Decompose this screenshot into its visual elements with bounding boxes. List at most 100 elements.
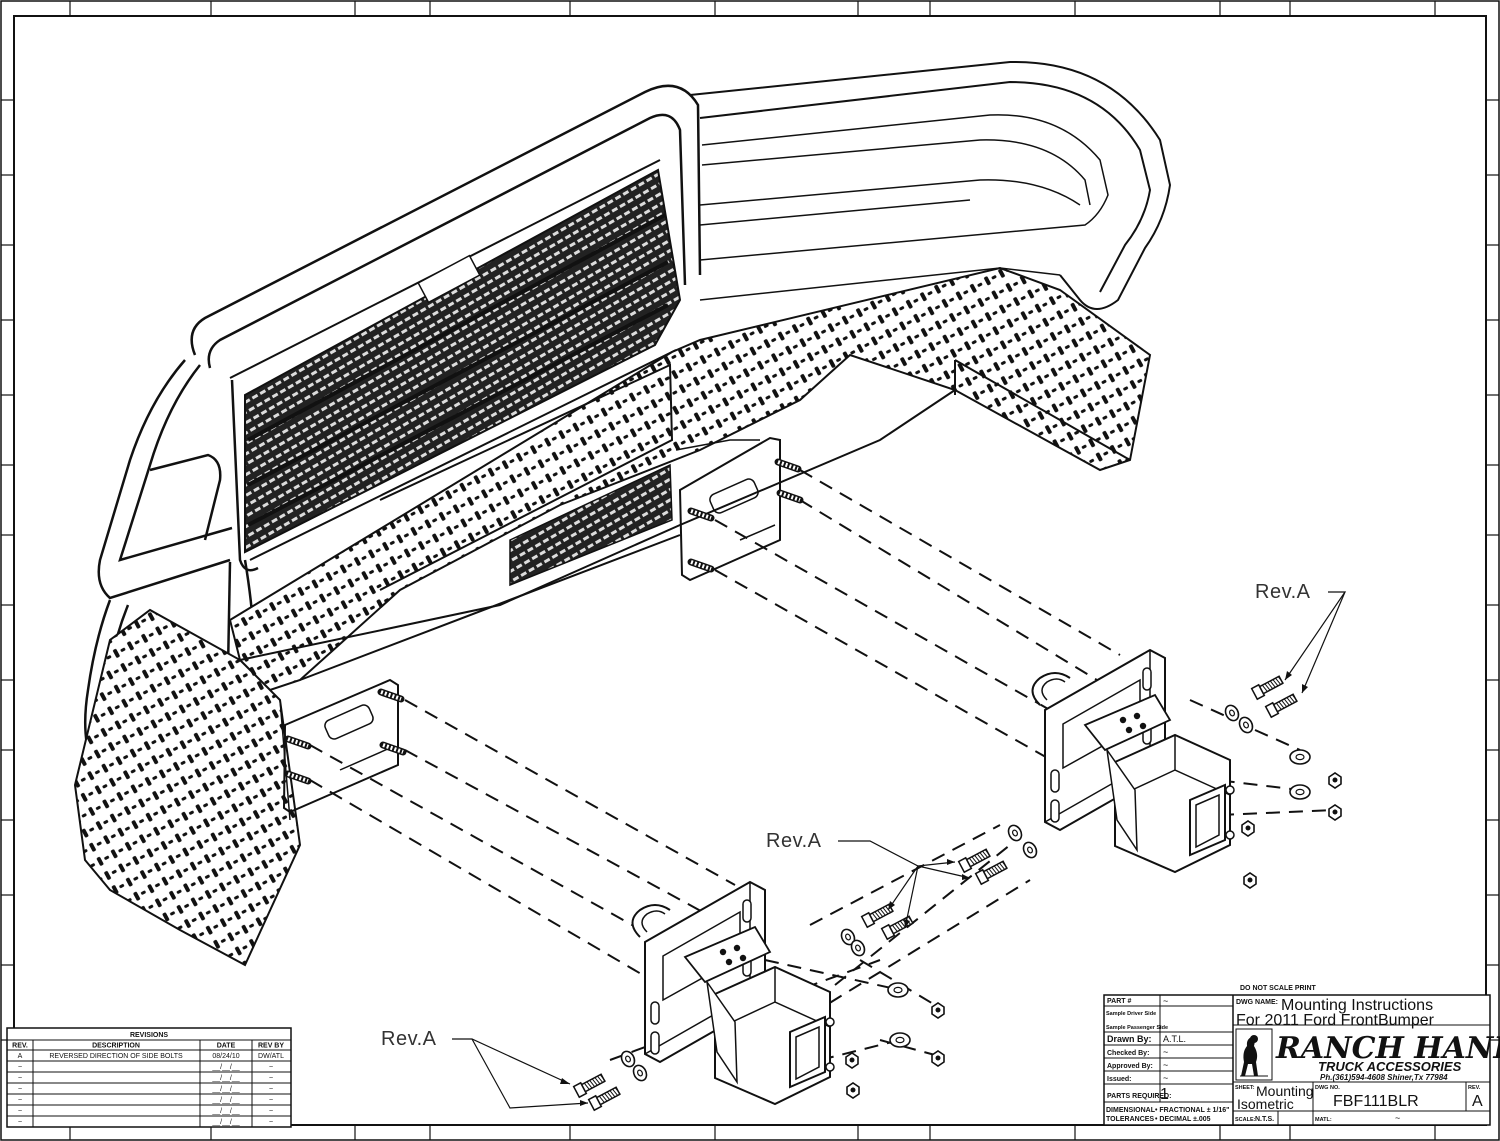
pin-hole bbox=[825, 1017, 835, 1027]
sample-passenger-side-label: Sample Passenger Side bbox=[1106, 1025, 1168, 1031]
revisions-cell: __/__/__ bbox=[211, 1108, 239, 1115]
revisions-rows: A REVERSED DIRECTION OF SIDE BOLTS 08/24/1… bbox=[7, 1053, 291, 1126]
washer bbox=[1224, 704, 1240, 722]
revisions-cell: ~ bbox=[269, 1108, 273, 1115]
hitch-side-brace bbox=[1106, 749, 1138, 853]
rev-label: REV. bbox=[1468, 1085, 1481, 1091]
rev-a-label-1: Rev.A bbox=[1255, 581, 1311, 603]
dash-line bbox=[799, 499, 1131, 701]
rev-a-label-2: Rev.A bbox=[766, 830, 822, 852]
hitch-slot bbox=[650, 1001, 660, 1025]
flat-washer bbox=[887, 982, 909, 998]
stud bbox=[687, 558, 715, 573]
bumper-mount-plate-left bbox=[282, 678, 399, 814]
revisions-cell: ~ bbox=[269, 1075, 273, 1082]
washer bbox=[632, 1064, 648, 1082]
washer bbox=[850, 939, 866, 957]
dash-line bbox=[714, 519, 1051, 711]
revisions-cell: ~ bbox=[18, 1075, 22, 1082]
revisions-cell: __/__/__ bbox=[211, 1064, 239, 1071]
issued-label: Issued: bbox=[1107, 1076, 1132, 1083]
sample-driver-side-label: Sample Driver Side bbox=[1106, 1011, 1156, 1017]
title-block: DO NOT SCALE PRINT PART # ~ Sample Drive… bbox=[1103, 985, 1500, 1126]
hitch-slot bbox=[1050, 769, 1060, 793]
hitch-slot bbox=[650, 1031, 660, 1055]
washer bbox=[840, 928, 856, 946]
nut bbox=[845, 1052, 859, 1069]
dash-line bbox=[799, 469, 1121, 656]
tow-hook bbox=[631, 904, 671, 938]
hardware bbox=[572, 675, 1342, 1112]
tolerance-decimal: • DECIMAL ±.005 bbox=[1155, 1116, 1211, 1123]
revisions-cell: ~ bbox=[18, 1097, 22, 1104]
hitch-slot bbox=[1050, 799, 1060, 823]
parts-required-value: 1 bbox=[1160, 1086, 1169, 1103]
revisions-cell: 08/24/10 bbox=[212, 1053, 239, 1060]
dwg-no-value: FBF111BLR bbox=[1333, 1093, 1419, 1110]
rev-callout-2: Rev.A bbox=[766, 830, 971, 929]
flat-washer bbox=[1289, 784, 1311, 800]
assembly-dash-lines bbox=[309, 469, 1336, 1061]
revisions-cell: __/__/__ bbox=[211, 1086, 239, 1093]
logo-main-text: RANCH HAND bbox=[1275, 1031, 1500, 1066]
nut bbox=[1328, 804, 1342, 821]
revisions-header-cell: REV. bbox=[12, 1043, 28, 1050]
bolt-hole bbox=[733, 944, 741, 952]
sheet-line1: Mounting bbox=[1256, 1083, 1314, 1099]
dash-line bbox=[859, 959, 936, 1006]
nut bbox=[1241, 820, 1255, 837]
hitch-top-tab bbox=[683, 925, 772, 984]
receiver-hitch bbox=[631, 880, 835, 1106]
revisions-cell: A bbox=[18, 1053, 23, 1060]
scale-label: SCALE: bbox=[1235, 1117, 1256, 1123]
bolt bbox=[587, 1086, 621, 1112]
nut bbox=[931, 1002, 945, 1019]
dwg-no-label: DWG NO. bbox=[1315, 1085, 1340, 1091]
revisions-cell: REVERSED DIRECTION OF SIDE BOLTS bbox=[49, 1053, 183, 1060]
dwg-name-line1: Mounting Instructions bbox=[1281, 997, 1433, 1014]
bumper-assembly bbox=[73, 60, 1172, 967]
bolt-hole bbox=[739, 954, 747, 962]
dash-line bbox=[404, 749, 746, 936]
tow-hook bbox=[1031, 672, 1071, 706]
approved-by-value: ~ bbox=[1163, 1060, 1168, 1070]
bolt bbox=[974, 860, 1008, 886]
part-number-value: ~ bbox=[1163, 996, 1168, 1006]
drawn-by-value: A.T.L. bbox=[1163, 1034, 1186, 1044]
revisions-cell: ~ bbox=[269, 1097, 273, 1104]
dwg-name-label: DWG NAME: bbox=[1236, 999, 1278, 1006]
pin-hole bbox=[825, 1062, 835, 1072]
bolt-hole bbox=[719, 948, 727, 956]
matl-value: ~ bbox=[1395, 1113, 1400, 1123]
stud bbox=[284, 770, 312, 785]
bolt-hole bbox=[1139, 722, 1147, 730]
dash-line bbox=[819, 1039, 901, 1061]
dash-line bbox=[714, 569, 1061, 766]
nut bbox=[846, 1082, 860, 1099]
rev-callout-1: Rev.A bbox=[1255, 581, 1347, 694]
ranch-hand-logo: RANCH HAND TRUCK ACCESSORIES Ph.(361)594… bbox=[1235, 1028, 1500, 1082]
tolerances-label: TOLERANCES bbox=[1106, 1116, 1154, 1123]
bolt-hole bbox=[1125, 726, 1133, 734]
stud bbox=[379, 741, 407, 756]
dash-line bbox=[809, 824, 1001, 926]
dimensional-label: DIMENSIONAL bbox=[1106, 1107, 1156, 1114]
stud bbox=[774, 458, 802, 473]
dash-line bbox=[764, 959, 901, 991]
dash-line bbox=[879, 1039, 936, 1056]
stud bbox=[284, 735, 312, 750]
bolt bbox=[1264, 693, 1298, 719]
rev-a-label-3: Rev.A bbox=[381, 1028, 437, 1050]
dash-line bbox=[1189, 699, 1231, 719]
wing-tube-right bbox=[689, 60, 1172, 310]
dash-line bbox=[1219, 809, 1336, 816]
approved-by-label: Approved By: bbox=[1107, 1063, 1153, 1070]
washer bbox=[1007, 824, 1023, 842]
revisions-cell: __/__/__ bbox=[211, 1119, 239, 1126]
checked-by-value: ~ bbox=[1163, 1047, 1168, 1057]
rev-value: A bbox=[1472, 1093, 1483, 1110]
flat-washer bbox=[889, 1032, 911, 1048]
